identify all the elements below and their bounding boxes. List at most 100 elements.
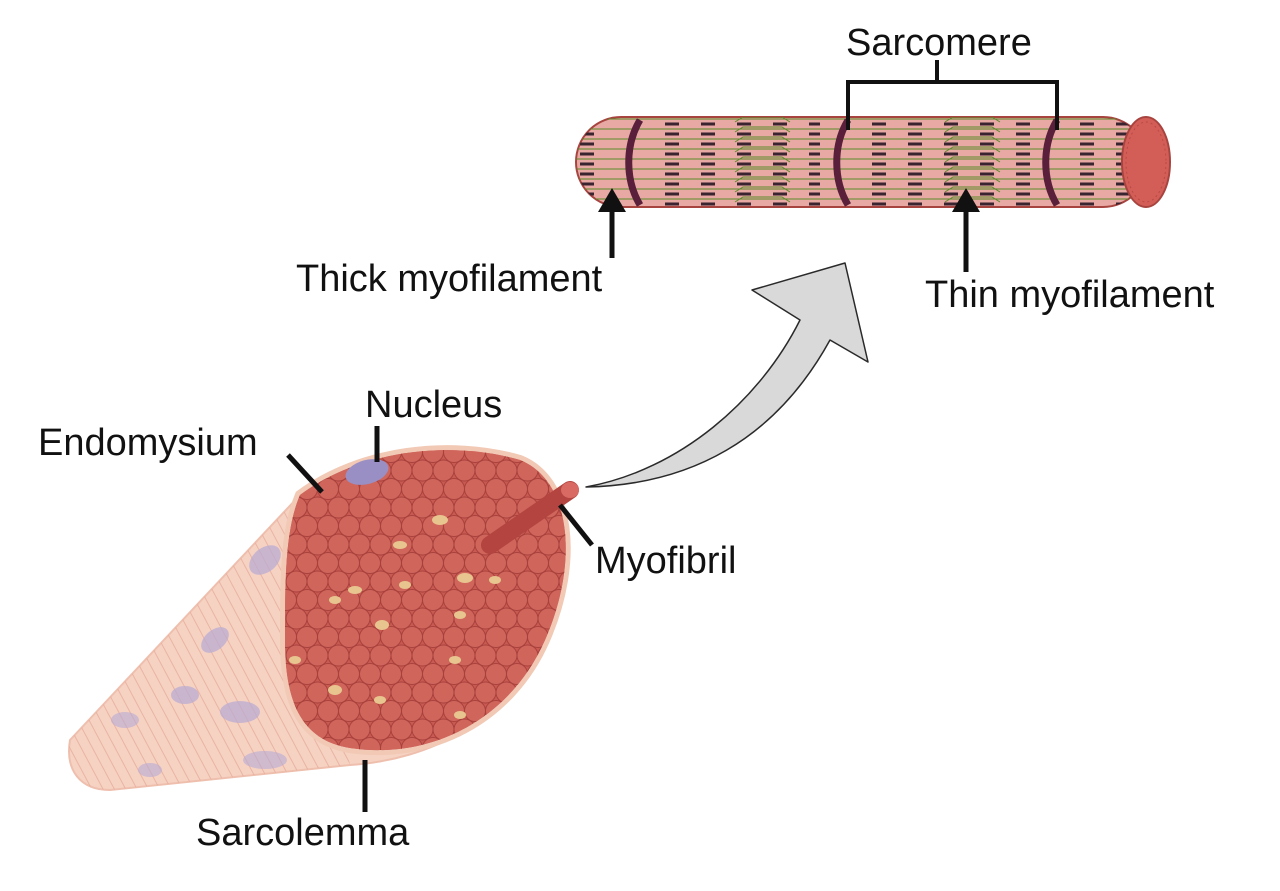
fibril-circle	[537, 681, 560, 704]
fibril-circle	[443, 478, 465, 500]
endomysium-label: Endomysium	[38, 422, 258, 464]
fibril-circle	[443, 450, 465, 463]
fibril-circle	[485, 626, 507, 648]
fibril-circle	[285, 607, 308, 630]
fibril-circle	[411, 459, 434, 482]
fibril-circle	[580, 756, 601, 777]
fibril-circle	[506, 700, 528, 722]
fibril-circle	[306, 533, 329, 556]
fibril-circle	[454, 756, 475, 777]
fibril-circle	[296, 552, 318, 574]
z-disc	[1042, 118, 1061, 207]
fibril-circle	[348, 718, 371, 741]
fibril-circle	[580, 608, 601, 629]
fibril-circle	[516, 718, 539, 741]
fibril-circle	[474, 644, 497, 667]
fibril-circle	[506, 552, 528, 574]
magnify-arrow	[585, 262, 869, 488]
fibril-circle	[306, 496, 329, 519]
fibril-circle	[485, 663, 507, 685]
fibril-circle	[317, 700, 339, 722]
lattice-line	[944, 146, 1001, 153]
fibril-circle	[495, 459, 518, 482]
mitochondrion	[329, 596, 341, 604]
fibril-circle	[401, 552, 423, 574]
fibril-circle	[495, 718, 518, 741]
fibril-circle	[338, 626, 360, 648]
fibril-circle	[411, 718, 434, 741]
fibril-circle	[517, 756, 538, 777]
fibril-circle	[516, 570, 539, 593]
fibril-circle	[570, 627, 591, 648]
lattice-line	[944, 136, 1001, 143]
myofibril-end-texture	[1125, 121, 1167, 203]
fibril-circle	[527, 450, 549, 463]
fibril-circle	[527, 700, 549, 722]
fibril-circle	[369, 496, 392, 519]
thick-myofilament-arrowhead	[598, 188, 626, 212]
fibril-circle	[359, 626, 381, 648]
surface-nucleus	[220, 701, 260, 723]
mitochondrion	[454, 611, 466, 619]
fibril-circle	[516, 533, 539, 556]
myofibril-label: Myofibril	[595, 540, 737, 582]
fibril-circle	[411, 496, 434, 519]
fibril-circle	[453, 459, 476, 482]
fibril-circle	[296, 515, 318, 537]
fibril-circle	[390, 496, 413, 519]
thin-myofilament-label: Thin myofilament	[925, 274, 1215, 316]
fibril-circle	[537, 718, 560, 741]
fibril-circle	[285, 478, 297, 500]
fibril-circle	[580, 719, 601, 740]
fibril-circle	[285, 570, 308, 593]
fibril-circle	[390, 607, 413, 630]
fibril-circle	[474, 459, 497, 482]
fibril-circle	[359, 515, 381, 537]
mitochondrion	[457, 573, 473, 583]
mitochondrion	[489, 576, 501, 584]
fibril-circle	[443, 663, 465, 685]
fibril-circle	[464, 626, 486, 648]
fibril-circle	[570, 590, 591, 611]
thin-myofilament-arrowhead	[952, 188, 980, 212]
myofibril-end-cap	[1121, 116, 1171, 208]
fibril-circle	[548, 663, 566, 685]
mitochondrion	[432, 515, 448, 525]
fibril-circle	[432, 681, 455, 704]
fibril-circle	[580, 460, 601, 481]
fibril-circle	[390, 681, 413, 704]
fibril-circle	[527, 589, 549, 611]
fibril-circle	[570, 738, 591, 759]
mitochondrion	[374, 696, 386, 704]
fibril-circle	[422, 663, 444, 685]
fibril-circle	[390, 718, 413, 741]
lattice-line	[944, 196, 1001, 203]
fibril-circle	[527, 737, 549, 751]
leader-lines	[286, 188, 980, 812]
fibril-circle	[516, 607, 539, 630]
fibril-circle	[558, 681, 566, 704]
fibril-circle	[327, 644, 350, 667]
myofibril-tip	[561, 482, 579, 498]
fibril-circle	[506, 737, 528, 751]
nucleus-label: Nucleus	[365, 384, 503, 426]
myofibril-body	[575, 116, 1149, 208]
fibril-circle	[537, 533, 560, 556]
fibril-circle	[527, 552, 549, 574]
fibril-circle	[359, 589, 381, 611]
fibril-circle	[338, 663, 360, 685]
lattice-line	[944, 176, 1001, 183]
fibril-circle	[369, 533, 392, 556]
fibril-circle	[474, 681, 497, 704]
fibril-circle	[401, 515, 423, 537]
fibril-circle	[580, 645, 601, 666]
fibril-circle	[390, 570, 413, 593]
fibril-circle	[380, 700, 402, 722]
mitochondrion	[454, 711, 466, 719]
fibril-circle	[348, 533, 371, 556]
fibril-circle	[401, 700, 423, 722]
fibril-circle	[559, 756, 580, 777]
fibril-circle	[422, 589, 444, 611]
fibril-circle	[558, 607, 566, 630]
z-disc	[833, 118, 852, 207]
